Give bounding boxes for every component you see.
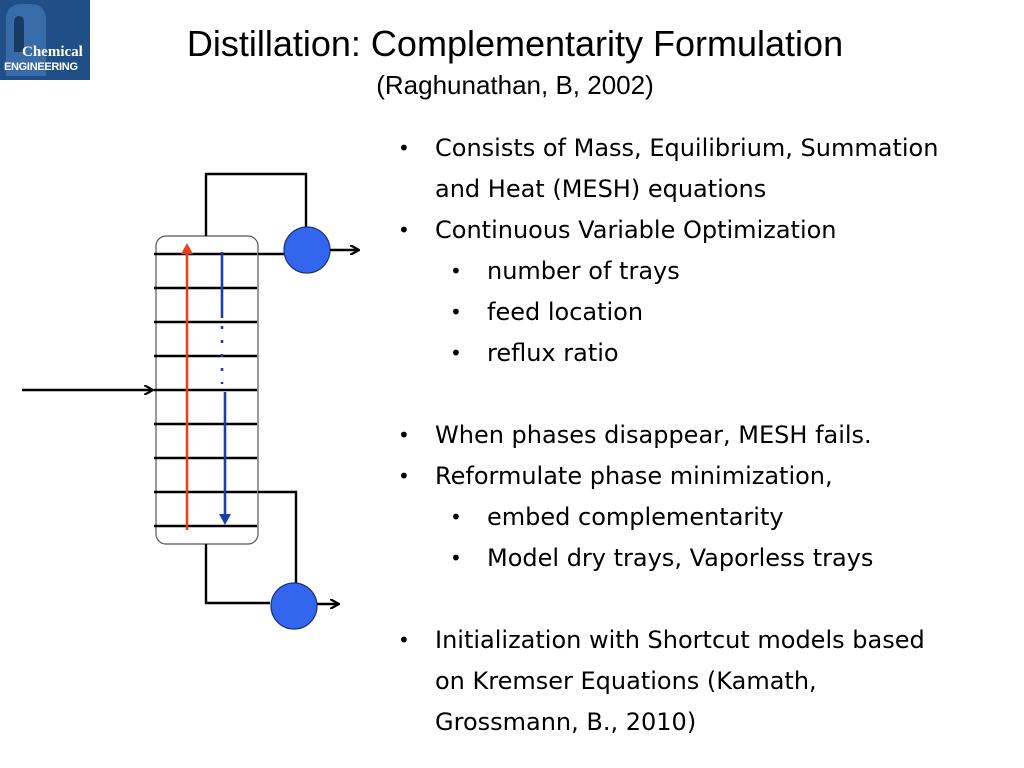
bullet-item: •When phases disappear, MESH fails.: [396, 415, 1021, 456]
sub-bullet-item: •number of trays: [396, 251, 1021, 292]
bullet-dot: •: [398, 136, 410, 160]
bullet-item-continuation: Grossmann, B., 2010): [435, 708, 697, 736]
sub-bullet-item: •Model dry trays, Vaporless trays: [396, 538, 1021, 579]
column-trays: [154, 252, 257, 528]
condenser: [283, 226, 331, 274]
bullet-dot: •: [450, 341, 462, 365]
bullet-list: •Consists of Mass, Equilibrium, Summatio…: [396, 128, 1021, 743]
bullet-item-continuation: and Heat (MESH) equations: [435, 175, 767, 203]
reboiler-return-line: [258, 490, 298, 586]
slide-subtitle: (Raghunathan, B, 2002): [376, 70, 654, 100]
sub-bullet-item: • embed complementarity: [396, 497, 1021, 538]
bullet-item: •Consists of Mass, Equilibrium, Summatio…: [396, 128, 1021, 169]
bullet-dot: •: [398, 218, 410, 242]
sub-bullet-item: •reflux ratio: [396, 333, 1021, 374]
reboiler: [270, 582, 318, 630]
distillation-column-diagram: [22, 172, 400, 630]
bullet-dot: •: [398, 628, 410, 652]
bottoms-draw-line: [204, 544, 270, 605]
bullet-item-continuation: on Kremser Equations (Kamath,: [435, 667, 817, 695]
slide-title: Distillation: Complementarity Formulatio…: [186, 23, 844, 64]
chemical-engineering-logo: Chemical ENGINEERING: [0, 0, 90, 80]
logo-text-line1: Chemical: [22, 44, 83, 60]
bullet-dot: •: [398, 423, 410, 447]
logo-tower-window: [14, 16, 24, 52]
overhead-vapor-line: [204, 172, 308, 236]
logo-tower-graphic: [6, 4, 46, 76]
bullet-dot: •: [398, 464, 410, 488]
bullet-dot: •: [450, 300, 462, 324]
bullet-item: •Continuous Variable Optimization: [396, 210, 1021, 251]
bullet-dot: •: [450, 505, 462, 529]
bullet-dot: •: [450, 546, 462, 570]
sub-bullet-item: •feed location: [396, 292, 1021, 333]
bullet-item: • Reformulate phase minimization,: [396, 456, 1021, 497]
bullet-item: •Initialization with Shortcut models bas…: [396, 620, 1021, 661]
logo-text-line2: ENGINEERING: [4, 61, 78, 73]
bullet-dot: •: [450, 259, 462, 283]
